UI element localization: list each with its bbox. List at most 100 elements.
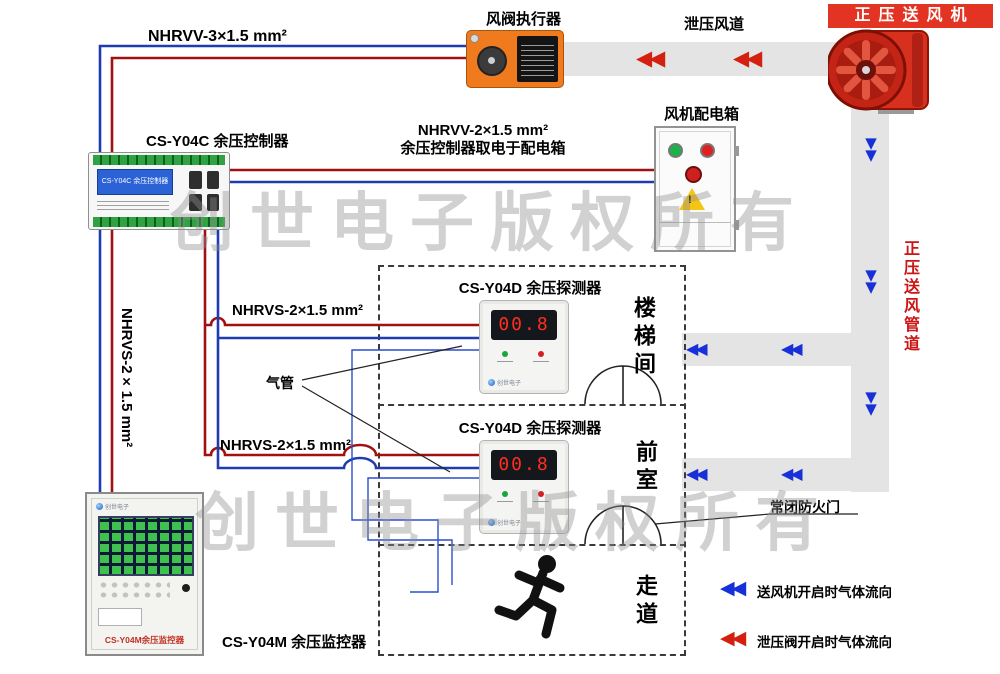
legend-relief-text: 泄压阀开启时气体流向 — [757, 635, 892, 650]
down-flow-arrow-icon: ▼ ▼ — [865, 266, 877, 296]
alarm-lamp-red — [700, 143, 715, 158]
pressure-controller-device: CS-Y04C 余压控制器 — [88, 152, 230, 230]
detector-reading: 00.8 — [498, 454, 550, 475]
hinge-icon — [735, 220, 739, 230]
running-person-icon — [494, 555, 565, 639]
rooms-boundary-box — [378, 265, 686, 656]
down-flow-arrow-icon: ▼ ▼ — [865, 134, 877, 164]
actuator-dial — [477, 46, 507, 76]
signal-cable-label-2: NHRVS-2×1.5 mm² — [220, 437, 352, 454]
brand-logo-icon — [488, 379, 495, 386]
signal-cable-label-vertical: NHRVS-2×1.5 mm² — [118, 308, 135, 448]
monitor-panel-label: CS-Y04M余压监控器 — [104, 635, 185, 645]
supply-flow-arrow-icon: ◀◀ — [686, 339, 708, 358]
legend-relief-arrow-icon: ◀◀ — [720, 627, 746, 649]
fan-title-badge: 正压送风机 — [828, 4, 993, 28]
legend-supply-arrow-icon: ◀◀ — [720, 577, 746, 599]
status-led-green — [502, 491, 508, 497]
supply-branch-frontroom — [682, 458, 851, 491]
pressure-monitor-device: 创世电子 CS-Y04M余压监控器 — [85, 492, 204, 656]
supply-duct-vertical — [851, 108, 889, 492]
power-cable-label: NHRVV-2×1.5 mm² 余压控制器取电于配电箱 — [388, 122, 578, 158]
terminal-strip-top — [93, 155, 225, 165]
fan-body-band — [912, 33, 923, 107]
fire-door-symbol-frontroom — [584, 505, 662, 545]
relief-duct — [555, 42, 845, 76]
warning-triangle-icon — [679, 188, 705, 210]
brand-logo-icon — [488, 519, 495, 526]
brand-logo: 创世电子 — [488, 378, 521, 387]
room-label-stairwell: 楼梯间 — [631, 296, 656, 380]
fire-door-label: 常闭防火门 — [770, 499, 840, 515]
warning-mark: ! — [688, 194, 692, 206]
fan-box-title: 风机配电箱 — [664, 106, 740, 123]
brand-logo-icon — [96, 503, 103, 510]
brand-logo-text: 创世电子 — [497, 521, 522, 527]
relief-duct-label: 泄压风道 — [684, 16, 745, 33]
monitor-screen — [98, 516, 194, 576]
led-caption-bar — [533, 501, 549, 502]
controller-button — [189, 171, 202, 189]
supply-branch-stairwell — [682, 333, 851, 366]
pressure-detector-stairwell: 00.8 创世电子 — [479, 300, 569, 394]
fire-door-leader — [654, 513, 858, 525]
controller-buttons — [189, 171, 219, 211]
terminal-strip-bottom — [93, 217, 225, 227]
controller-button — [206, 171, 219, 189]
supply-duct-label: 正压送风管道 — [901, 240, 918, 354]
detector-title-frontroom: CS-Y04D 余压探测器 — [458, 420, 602, 437]
supply-flow-arrow-icon: ◀◀ — [781, 339, 803, 358]
blue-wire-detector-bus — [216, 228, 479, 470]
status-led-green — [502, 351, 508, 357]
room-divider-2 — [378, 544, 686, 546]
pressure-detector-frontroom: 00.8 创世电子 — [479, 440, 569, 534]
supply-flow-arrow-icon: ◀◀ — [686, 464, 708, 483]
detector-screen: 00.8 — [491, 310, 557, 340]
legend-supply-text: 送风机开启时气体流向 — [757, 585, 892, 600]
detector-title-stairwell: CS-Y04D 余压探测器 — [458, 280, 602, 297]
brand-logo-text: 创世电子 — [497, 381, 522, 387]
hinge-icon — [735, 146, 739, 156]
monitor-keypad — [98, 580, 170, 601]
led-caption-bar — [497, 361, 513, 362]
power-cable-line1: NHRVV-2×1.5 mm² — [417, 122, 549, 139]
detector-reading: 00.8 — [498, 314, 550, 335]
actuator-title: 风阀执行器 — [486, 11, 562, 28]
room-divider-1 — [378, 404, 686, 406]
cable-label-top: NHRVV-3×1.5 mm² — [148, 28, 287, 45]
power-cable-line2: 余压控制器取电于配电箱 — [400, 140, 566, 157]
led-caption-bar — [497, 501, 513, 502]
alarm-led-red — [538, 491, 544, 497]
air-tube-line-1 — [351, 349, 479, 593]
screw-icon — [470, 34, 479, 43]
air-tube-leader-2 — [301, 385, 451, 473]
controller-label-area — [97, 198, 169, 211]
supply-flow-arrow-icon: ◀◀ — [781, 464, 803, 483]
fan-hub-cap — [862, 66, 870, 74]
supply-fan-device — [828, 29, 929, 114]
alarm-led-red — [538, 351, 544, 357]
signal-cable-label-1: NHRVS-2×1.5 mm² — [232, 302, 364, 319]
controller-title: CS-Y04C 余压控制器 — [146, 133, 289, 150]
panel-divider — [659, 222, 731, 223]
led-caption-bar — [533, 361, 549, 362]
down-flow-arrow-icon: ▼ ▼ — [865, 388, 877, 418]
air-tube-leader-1 — [301, 345, 463, 381]
brand-logo: 创世电子 — [96, 502, 129, 511]
air-tube-label: 气管 — [266, 375, 294, 391]
controller-button — [206, 193, 219, 211]
keyhole-icon — [182, 584, 190, 592]
power-lamp-green — [668, 143, 683, 158]
red-push-button — [685, 166, 702, 183]
actuator-label-panel — [517, 36, 558, 82]
fire-door-symbol-stairwell — [584, 365, 662, 405]
red-wire-controller-to-actuator — [110, 56, 466, 152]
air-tube-line-2 — [367, 477, 479, 585]
room-label-corridor: 走道 — [633, 574, 658, 630]
monitor-door — [91, 498, 198, 650]
blue-wire-controller-to-actuator — [98, 44, 466, 152]
monitor-title: CS-Y04M 余压监控器 — [222, 634, 367, 651]
detector-screen: 00.8 — [491, 450, 557, 480]
